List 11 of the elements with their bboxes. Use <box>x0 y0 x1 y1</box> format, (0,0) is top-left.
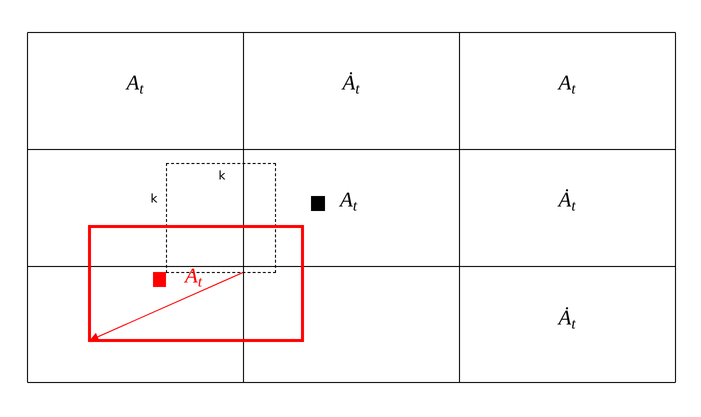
math-label: Ȧ$_{t}$ <box>558 188 576 216</box>
math-label: Ȧ$_{t}$ <box>558 306 576 334</box>
variable-label: k <box>150 192 158 206</box>
variable-label: k <box>218 170 226 182</box>
arrow <box>89 272 244 341</box>
highlight-rectangle <box>88 225 304 342</box>
math-label: Ȧ$_{t}$ <box>342 72 360 100</box>
math-label: A$_{t}$ <box>126 72 144 100</box>
legend-label: A$_{t}$ <box>185 264 202 292</box>
math-label: A$_{t}$ <box>558 72 576 100</box>
legend-label: A$_{t}$ <box>340 188 357 216</box>
